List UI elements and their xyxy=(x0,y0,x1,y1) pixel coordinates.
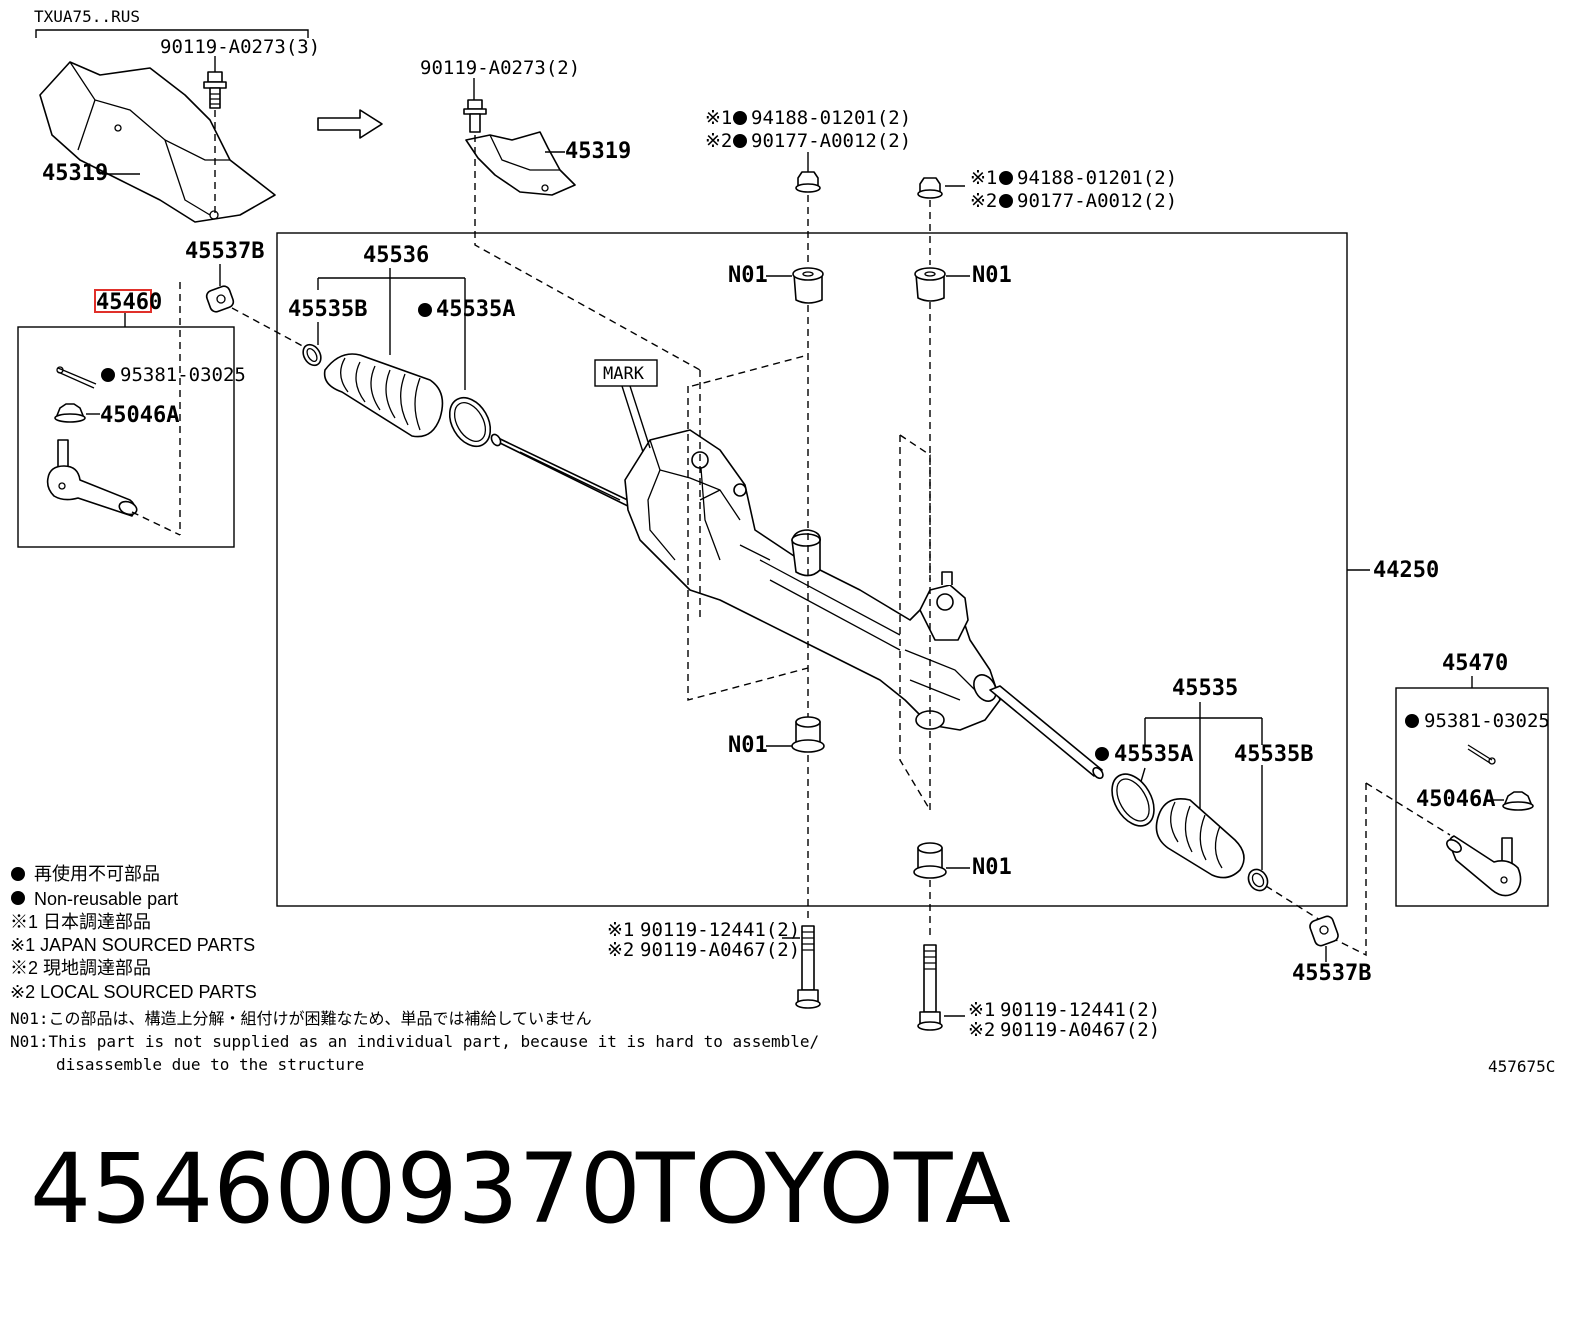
band-right[interactable] xyxy=(1103,767,1162,833)
label-bolt-top-mid: 90119-A0273(2) xyxy=(420,57,580,79)
model-code: TXUA75..RUS xyxy=(34,7,140,26)
clamp-left[interactable] xyxy=(300,341,325,368)
label-bushing-top-left: 45537B xyxy=(185,239,264,264)
footer-brand: TOYOTA xyxy=(635,1133,1011,1245)
highlight-box xyxy=(94,289,152,313)
label-nut-b1: 94188-01201(2) xyxy=(1017,167,1177,189)
castle-nut-right[interactable] xyxy=(1502,791,1534,811)
legend-n01-en-1: N01:This part is not supplied as an indi… xyxy=(10,1032,819,1051)
label-cover-right: 45319 xyxy=(565,139,631,164)
label-bolt-top-left: 90119-A0273(3) xyxy=(160,36,320,58)
legend-non-reusable-en: Non-reusable part xyxy=(34,889,178,909)
label-n01-d: N01 xyxy=(972,855,1012,880)
legend-local-en: ※2 LOCAL SOURCED PARTS xyxy=(10,982,257,1002)
label-mark1-c: ※1 xyxy=(607,919,634,941)
bullet-icon xyxy=(1095,747,1109,761)
label-bushing-bottom-right: 45537B xyxy=(1292,961,1371,986)
label-bolt-bottom-b2: 90119-A0467(2) xyxy=(1000,1019,1160,1041)
label-nut-a2: 90177-A0012(2) xyxy=(751,130,911,152)
label-cover-left: 45319 xyxy=(42,161,108,186)
label-tie-rod-end-left[interactable]: 45460 xyxy=(96,290,162,315)
legend-non-reusable-jp: 再使用不可部品 xyxy=(34,864,160,884)
label-mark: MARK xyxy=(603,364,645,384)
footer-part-number: 4546009370 xyxy=(30,1133,641,1245)
label-nut-b2: 90177-A0012(2) xyxy=(1017,190,1177,212)
mark-frame xyxy=(594,359,658,387)
band-left[interactable] xyxy=(441,390,498,453)
label-mark2-a: ※2 xyxy=(705,130,732,152)
label-nut-right: 45046A xyxy=(1416,787,1495,812)
bolt-top-left[interactable] xyxy=(203,71,227,109)
mount-n01-upper-right[interactable] xyxy=(914,267,946,302)
bullet-icon xyxy=(733,134,747,148)
bullet-icon xyxy=(733,111,747,125)
label-boot-right: 45535 xyxy=(1172,676,1238,701)
bullet-icon xyxy=(11,867,25,881)
label-mark1-d: ※1 xyxy=(968,999,995,1021)
label-band-left: 45535A xyxy=(436,297,515,322)
tie-rod-end-left-frame xyxy=(17,326,235,548)
bullet-icon xyxy=(999,194,1013,208)
tie-rod-end-right-frame xyxy=(1395,687,1549,907)
label-nut-a1: 94188-01201(2) xyxy=(751,107,911,129)
label-bolt-bottom-a1: 90119-12441(2) xyxy=(640,919,800,941)
bolt-bottom-right[interactable] xyxy=(917,944,943,1031)
tie-rod-end-left[interactable] xyxy=(46,439,139,517)
bushing-top-left[interactable] xyxy=(205,285,235,314)
label-mark2-b: ※2 xyxy=(970,190,997,212)
arrow-icon xyxy=(317,109,383,139)
label-bolt-bottom-b1: 90119-12441(2) xyxy=(1000,999,1160,1021)
label-nut-left: 45046A xyxy=(100,403,179,428)
legend-n01-jp: N01:この部品は、構造上分解・組付けが困難なため、単品では補給していません xyxy=(10,1009,592,1028)
label-cotter-pin-left: 95381-03025 xyxy=(120,364,246,386)
label-mark1-b: ※1 xyxy=(970,167,997,189)
steering-rack[interactable] xyxy=(490,429,1105,780)
boot-right[interactable] xyxy=(1155,798,1245,879)
label-clamp-right: 45535B xyxy=(1234,742,1313,767)
tie-rod-end-right[interactable] xyxy=(1445,835,1522,897)
label-mark2-c: ※2 xyxy=(607,939,634,961)
legend-n01-en-2: disassemble due to the structure xyxy=(56,1055,364,1074)
bullet-icon xyxy=(11,891,25,905)
boot-left[interactable] xyxy=(323,353,444,438)
heat-shield-left[interactable] xyxy=(39,61,276,223)
cotter-pin-left[interactable] xyxy=(56,366,97,389)
model-bracket xyxy=(35,29,309,38)
label-tie-rod-end-right: 45470 xyxy=(1442,651,1508,676)
bullet-icon xyxy=(418,303,432,317)
mount-n01-lower-left[interactable] xyxy=(791,716,825,753)
label-mark1-a: ※1 xyxy=(705,107,732,129)
bolt-bottom-left[interactable] xyxy=(795,925,821,1009)
label-band-right: 45535A xyxy=(1114,742,1193,767)
label-clamp-left: 45535B xyxy=(288,297,367,322)
label-n01-c: N01 xyxy=(972,263,1012,288)
bolt-top-mid[interactable] xyxy=(463,99,487,133)
flange-nut-a[interactable] xyxy=(795,171,821,193)
mount-n01-lower-right[interactable] xyxy=(913,842,947,879)
mount-n01-upper-left[interactable] xyxy=(792,267,824,304)
bullet-icon xyxy=(101,368,115,382)
bullet-icon xyxy=(1405,714,1419,728)
legend-local-jp: ※2 現地調達部品 xyxy=(10,958,151,978)
label-n01-b: N01 xyxy=(728,733,768,758)
castle-nut-left[interactable] xyxy=(54,403,86,423)
label-n01-a: N01 xyxy=(728,263,768,288)
label-gear-assembly: 44250 xyxy=(1373,558,1439,583)
heat-shield-right[interactable] xyxy=(465,131,576,196)
label-boot-left: 45536 xyxy=(363,243,429,268)
legend: 再使用不可部品 Non-reusable part ※1 日本調達部品 ※1 J… xyxy=(10,864,819,1074)
cotter-pin-right[interactable] xyxy=(1467,744,1496,765)
illustration-id: 457675C xyxy=(1488,1057,1555,1076)
flange-nut-b[interactable] xyxy=(917,177,943,199)
bushing-bottom-right[interactable] xyxy=(1308,915,1339,948)
legend-japan-en: ※1 JAPAN SOURCED PARTS xyxy=(10,935,255,955)
clamp-right[interactable] xyxy=(1245,866,1272,894)
label-mark2-d: ※2 xyxy=(968,1019,995,1041)
bullet-icon xyxy=(999,171,1013,185)
label-bolt-bottom-a2: 90119-A0467(2) xyxy=(640,939,800,961)
legend-japan-jp: ※1 日本調達部品 xyxy=(10,912,151,932)
label-cotter-pin-right: 95381-03025 xyxy=(1424,710,1550,732)
